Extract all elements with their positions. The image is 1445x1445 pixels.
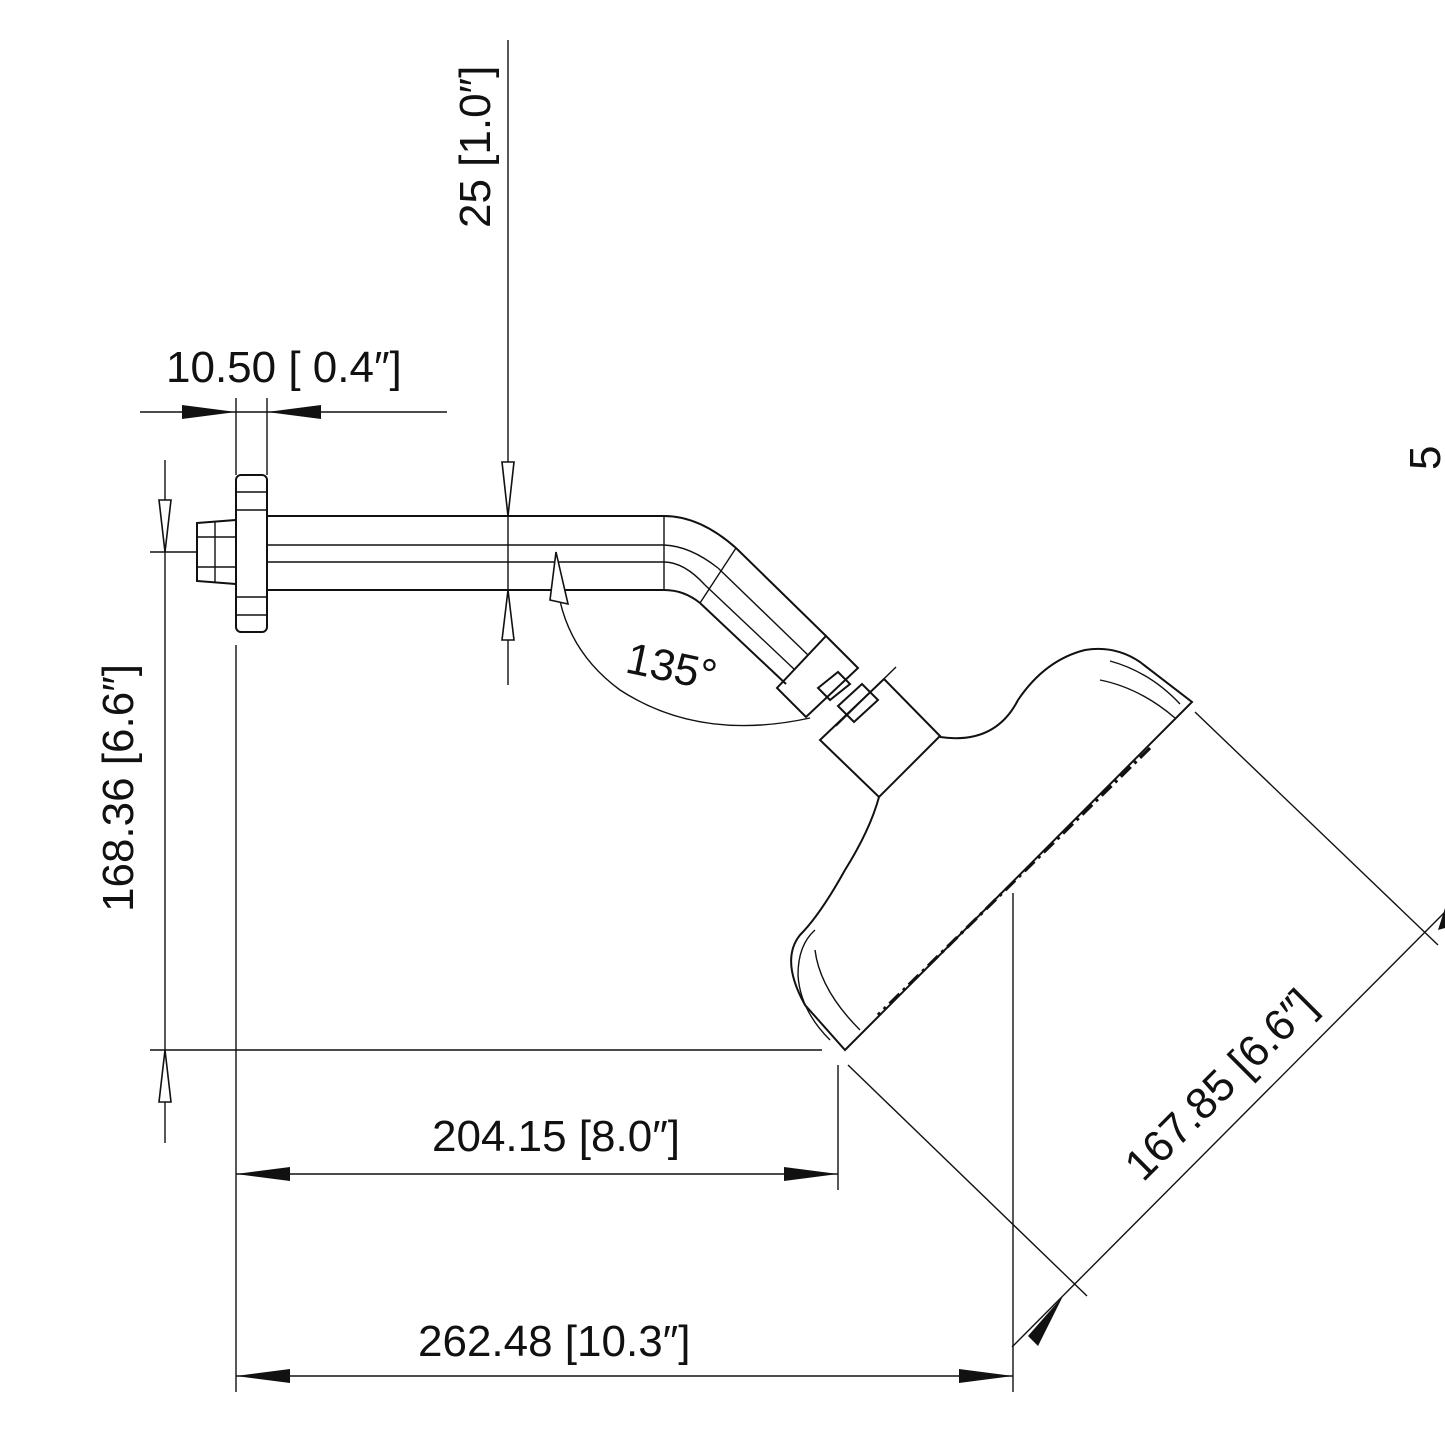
vertical-drop-label: 168.36 [6.6″] bbox=[94, 664, 143, 912]
swivel-joint bbox=[775, 634, 942, 799]
arm-angle-label: 135° bbox=[622, 634, 721, 701]
threaded-nipple bbox=[196, 518, 237, 586]
overall-reach-label: 262.48 [10.3″] bbox=[418, 1317, 690, 1366]
shower-head bbox=[790, 647, 1194, 1052]
dimension-flange-width: 10.50 [ 0.4″] bbox=[140, 343, 447, 475]
arm-reach-label: 204.15 [8.0″] bbox=[432, 1112, 680, 1161]
flange-width-label: 10.50 [ 0.4″] bbox=[166, 343, 402, 392]
riser-offset-label: 25 [1.0″] bbox=[451, 66, 500, 228]
shower-arm bbox=[267, 515, 827, 685]
shower-assembly bbox=[196, 474, 1194, 1052]
dimension-arm-angle: 135° bbox=[549, 551, 811, 727]
dimension-arm-reach: 204.15 [8.0″] bbox=[235, 645, 839, 1392]
dimension-riser-offset: 25 [1.0″] bbox=[451, 40, 515, 685]
edge-fragment-label: 5 bbox=[1401, 446, 1445, 470]
head-diameter-label: 167.85 [6.6″] bbox=[1115, 980, 1325, 1190]
dimension-vertical-drop: 168.36 [6.6″] bbox=[94, 460, 822, 1143]
wall-flange bbox=[235, 474, 268, 633]
dimension-overall-reach: 262.48 [10.3″] bbox=[236, 893, 1014, 1392]
dimension-head-diameter: 167.85 [6.6″] bbox=[847, 711, 1445, 1348]
